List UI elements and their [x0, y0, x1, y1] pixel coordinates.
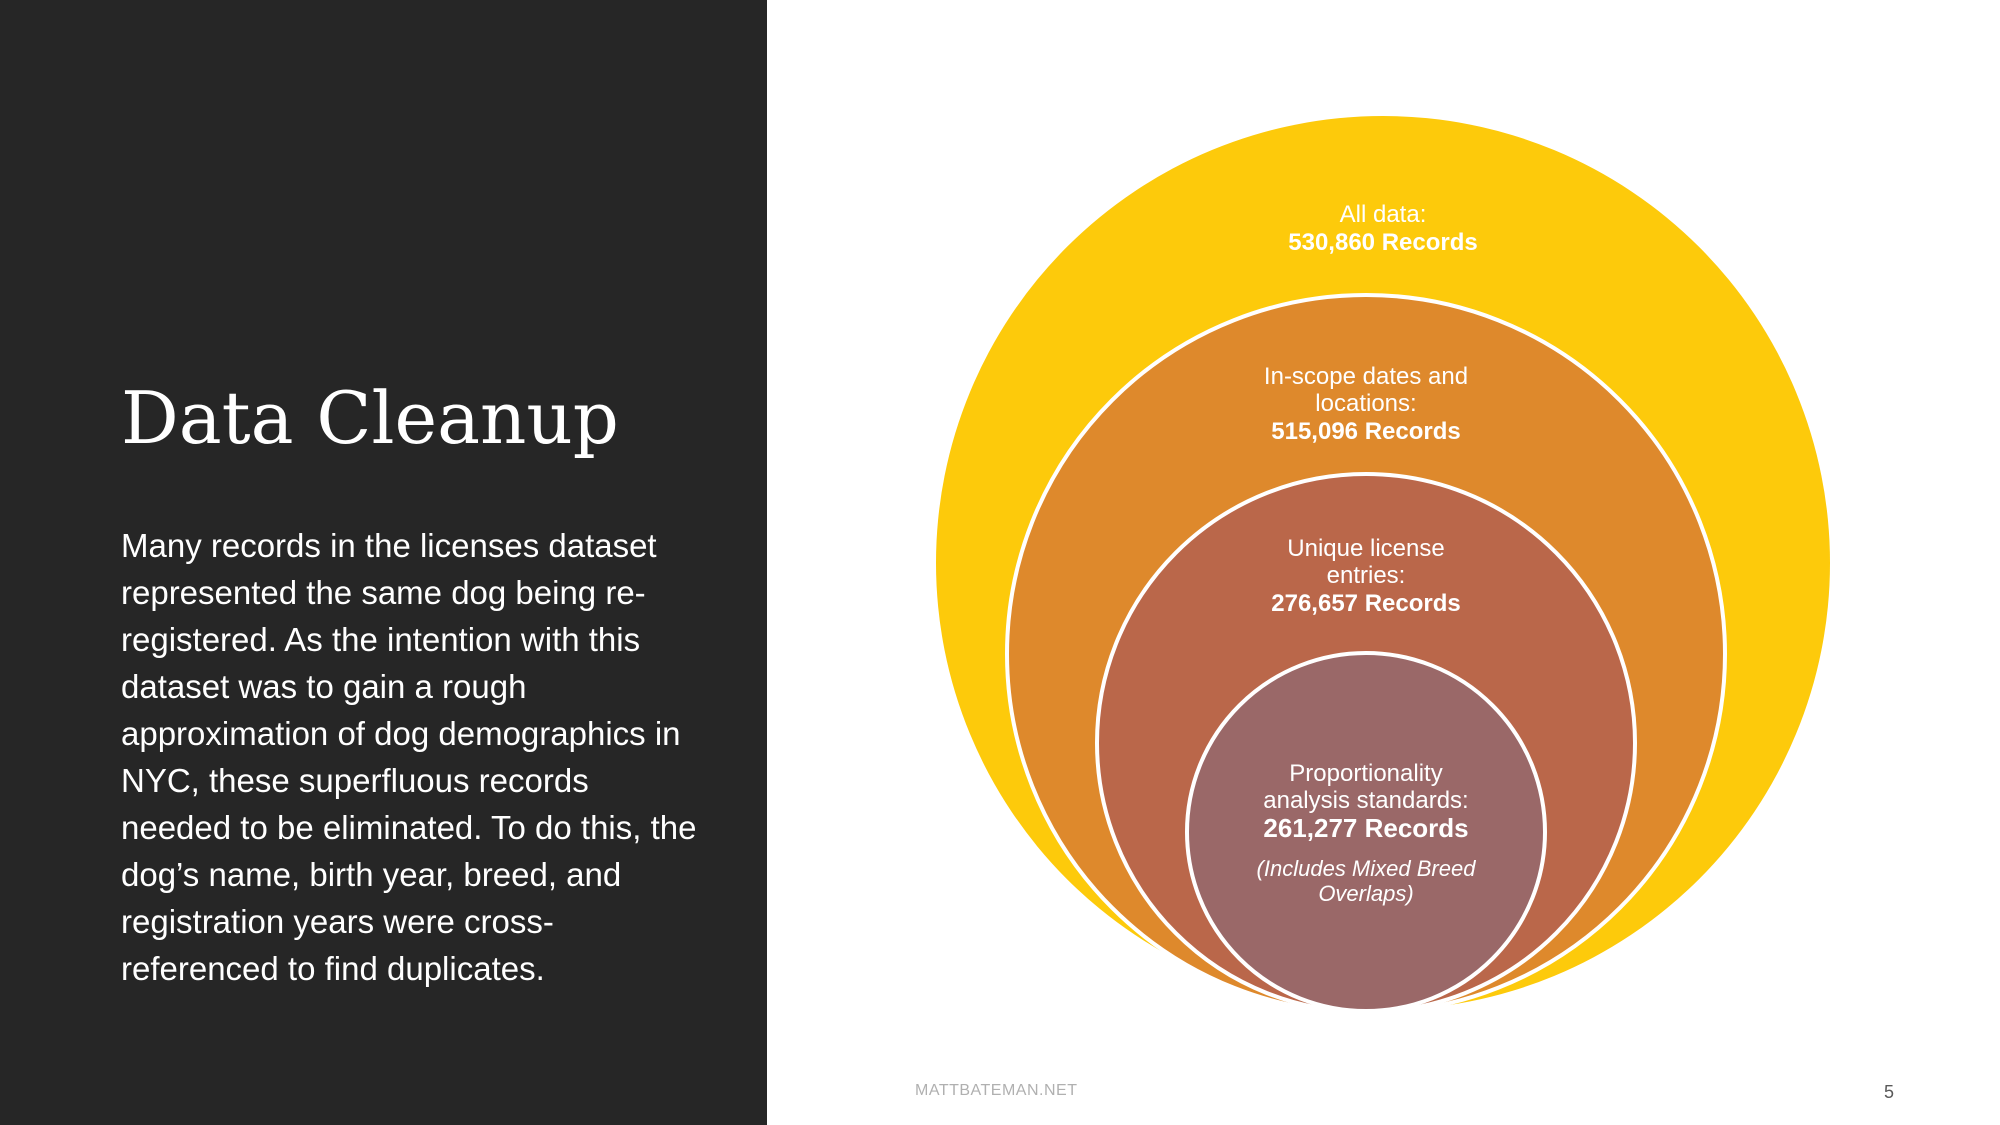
records-unique: 276,657 Records [1271, 590, 1460, 617]
page-number: 5 [1884, 1082, 1895, 1102]
records-proportionality: 261,277 Records [1263, 813, 1468, 843]
footer-site-name: MATTBATEMAN.NET [915, 1082, 1078, 1099]
slide-title: Data Cleanup [121, 376, 619, 460]
note-proportionality-line-1: (Includes Mixed Breed [1257, 856, 1477, 881]
label-in-scope-line-2: locations: [1315, 390, 1416, 417]
circle-level-proportionality: Proportionality analysis standards: 261,… [1185, 651, 1547, 1013]
label-in-scope-line-1: In-scope dates and [1264, 363, 1468, 390]
label-unique-line-1: Unique license [1287, 535, 1444, 562]
left-panel: Data Cleanup Many records in the license… [0, 0, 767, 1125]
label-unique-line-2: entries: [1327, 562, 1406, 589]
records-all-data: 530,860 Records [1288, 229, 1477, 256]
slide-body-text: Many records in the licenses dataset rep… [121, 527, 697, 987]
records-in-scope: 515,096 Records [1271, 418, 1460, 445]
circle-proportionality [1185, 651, 1547, 1013]
note-proportionality-line-2: Overlaps) [1318, 881, 1413, 906]
label-all-data: All data: [1340, 201, 1427, 228]
label-proportionality-line-1: Proportionality [1289, 760, 1442, 787]
label-proportionality-line-2: analysis standards: [1263, 787, 1468, 814]
